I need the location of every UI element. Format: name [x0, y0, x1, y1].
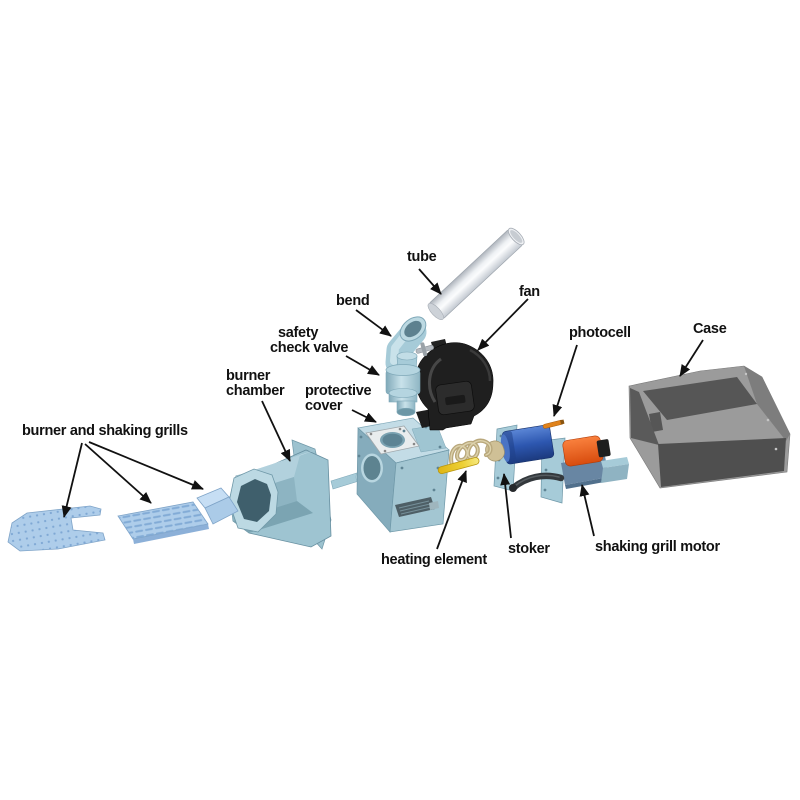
arrow-safety-check-valve: [345, 355, 380, 376]
label-stoker: stoker: [508, 541, 550, 557]
label-fan: fan: [519, 284, 540, 300]
case-graphic: [628, 365, 791, 489]
photocell-graphic: [542, 419, 565, 429]
shaking-grill-motor-graphic: [540, 435, 629, 504]
stoker-graphic: [493, 424, 555, 492]
heating-element-graphic: [437, 457, 480, 474]
arrow-case: [679, 339, 704, 377]
label-heating-element: heating element: [381, 552, 487, 568]
leader-arrows: [61, 268, 704, 550]
arrow-grill-1: [61, 442, 83, 518]
arrow-heating-element: [436, 470, 467, 550]
arrow-protective-cover: [351, 409, 377, 423]
burner-grill-graphic: [7, 505, 106, 552]
arrow-burner-chamber: [261, 400, 291, 462]
arrow-fan: [477, 298, 529, 351]
label-photocell: photocell: [569, 325, 631, 341]
label-protective-cover-line1: protective: [305, 383, 372, 399]
small-grill-graphic: [196, 487, 239, 525]
arrow-shaking-grill-motor: [579, 484, 595, 537]
arrow-grill-2: [84, 443, 152, 504]
label-burner-and-shaking-grills: burner and shaking grills: [22, 423, 188, 439]
tube-graphic: [427, 227, 525, 321]
arrow-bend: [355, 309, 392, 337]
label-protective-cover: protective cover: [305, 383, 372, 415]
label-protective-cover-line2: cover: [305, 398, 343, 415]
label-burner-chamber: burner chamber: [226, 368, 285, 400]
label-safety-check-valve-line1: safety: [278, 325, 319, 341]
protective-cover-graphic: [356, 417, 450, 533]
label-burner-chamber-line1: burner: [226, 368, 271, 384]
burner-chamber-graphic: [228, 439, 363, 550]
label-case: Case: [693, 321, 727, 337]
valve-fitting-graphic: [415, 342, 434, 357]
label-tube: tube: [407, 249, 437, 265]
arrow-tube: [418, 268, 442, 295]
arrow-stoker: [500, 473, 512, 539]
auger-spring-graphic: [448, 438, 505, 471]
handle-graphic: [509, 472, 565, 492]
label-bend: bend: [336, 293, 370, 309]
arrow-photocell: [552, 344, 578, 417]
arrow-grill-3: [88, 441, 204, 490]
fan-graphic: [415, 339, 494, 431]
safety-check-valve-graphic: [385, 351, 421, 417]
label-burner-chamber-line2: chamber: [226, 383, 285, 400]
label-safety-check-valve-line2: check valve: [270, 340, 349, 357]
label-safety-check-valve: safety check valve: [270, 325, 349, 357]
shaking-grill-graphic: [117, 501, 209, 544]
label-shaking-grill-motor: shaking grill motor: [595, 539, 720, 555]
